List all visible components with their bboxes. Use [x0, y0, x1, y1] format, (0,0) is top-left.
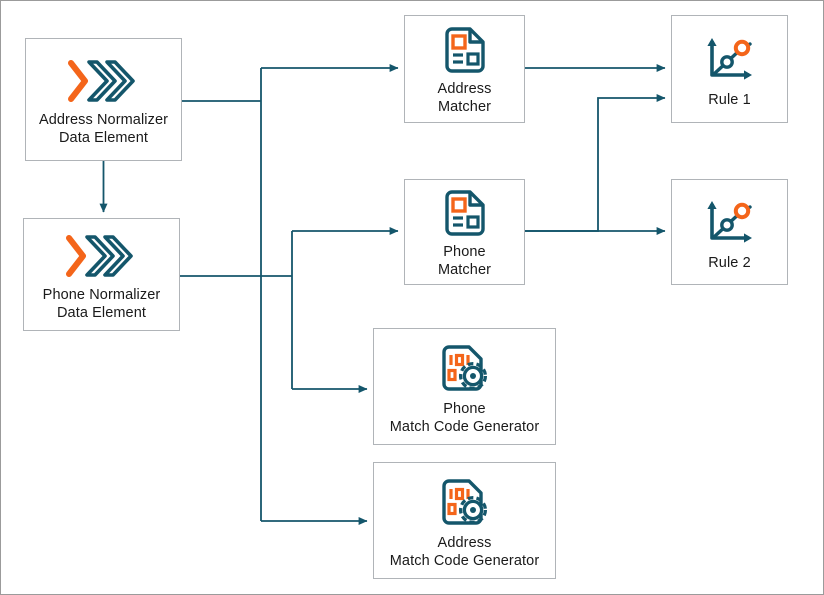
- binary-gear-icon: [439, 344, 491, 394]
- node-label: Address Matcher: [437, 81, 492, 115]
- chevrons-normalizer-icon: [63, 232, 141, 280]
- node-label: Phone Match Code Generator: [389, 400, 540, 435]
- node-address-match-code-generator[interactable]: Address Match Code Generator: [373, 462, 556, 579]
- node-label: Phone Matcher: [437, 244, 492, 278]
- chevrons-normalizer-icon: [65, 57, 143, 105]
- document-matcher-icon: [442, 26, 488, 74]
- node-rule-2[interactable]: Rule 2: [671, 179, 788, 285]
- chart-rule-icon: [702, 198, 758, 248]
- chart-rule-icon: [702, 35, 758, 85]
- node-address-matcher[interactable]: Address Matcher: [404, 15, 525, 123]
- document-matcher-icon: [442, 189, 488, 237]
- node-rule-1[interactable]: Rule 1: [671, 15, 788, 123]
- node-phone-match-code-generator[interactable]: Phone Match Code Generator: [373, 328, 556, 445]
- node-phone-normalizer[interactable]: Phone Normalizer Data Element: [23, 218, 180, 331]
- binary-gear-icon: [439, 478, 491, 528]
- node-label: Address Match Code Generator: [389, 534, 540, 569]
- node-label: Address Normalizer Data Element: [38, 111, 169, 146]
- edge-phone-matcher-to-rule-1: [525, 94, 666, 232]
- node-label: Phone Normalizer Data Element: [42, 286, 161, 321]
- node-address-normalizer[interactable]: Address Normalizer Data Element: [25, 38, 182, 161]
- node-label: Rule 1: [708, 92, 751, 108]
- node-label: Rule 2: [708, 255, 751, 271]
- node-phone-matcher[interactable]: Phone Matcher: [404, 179, 525, 285]
